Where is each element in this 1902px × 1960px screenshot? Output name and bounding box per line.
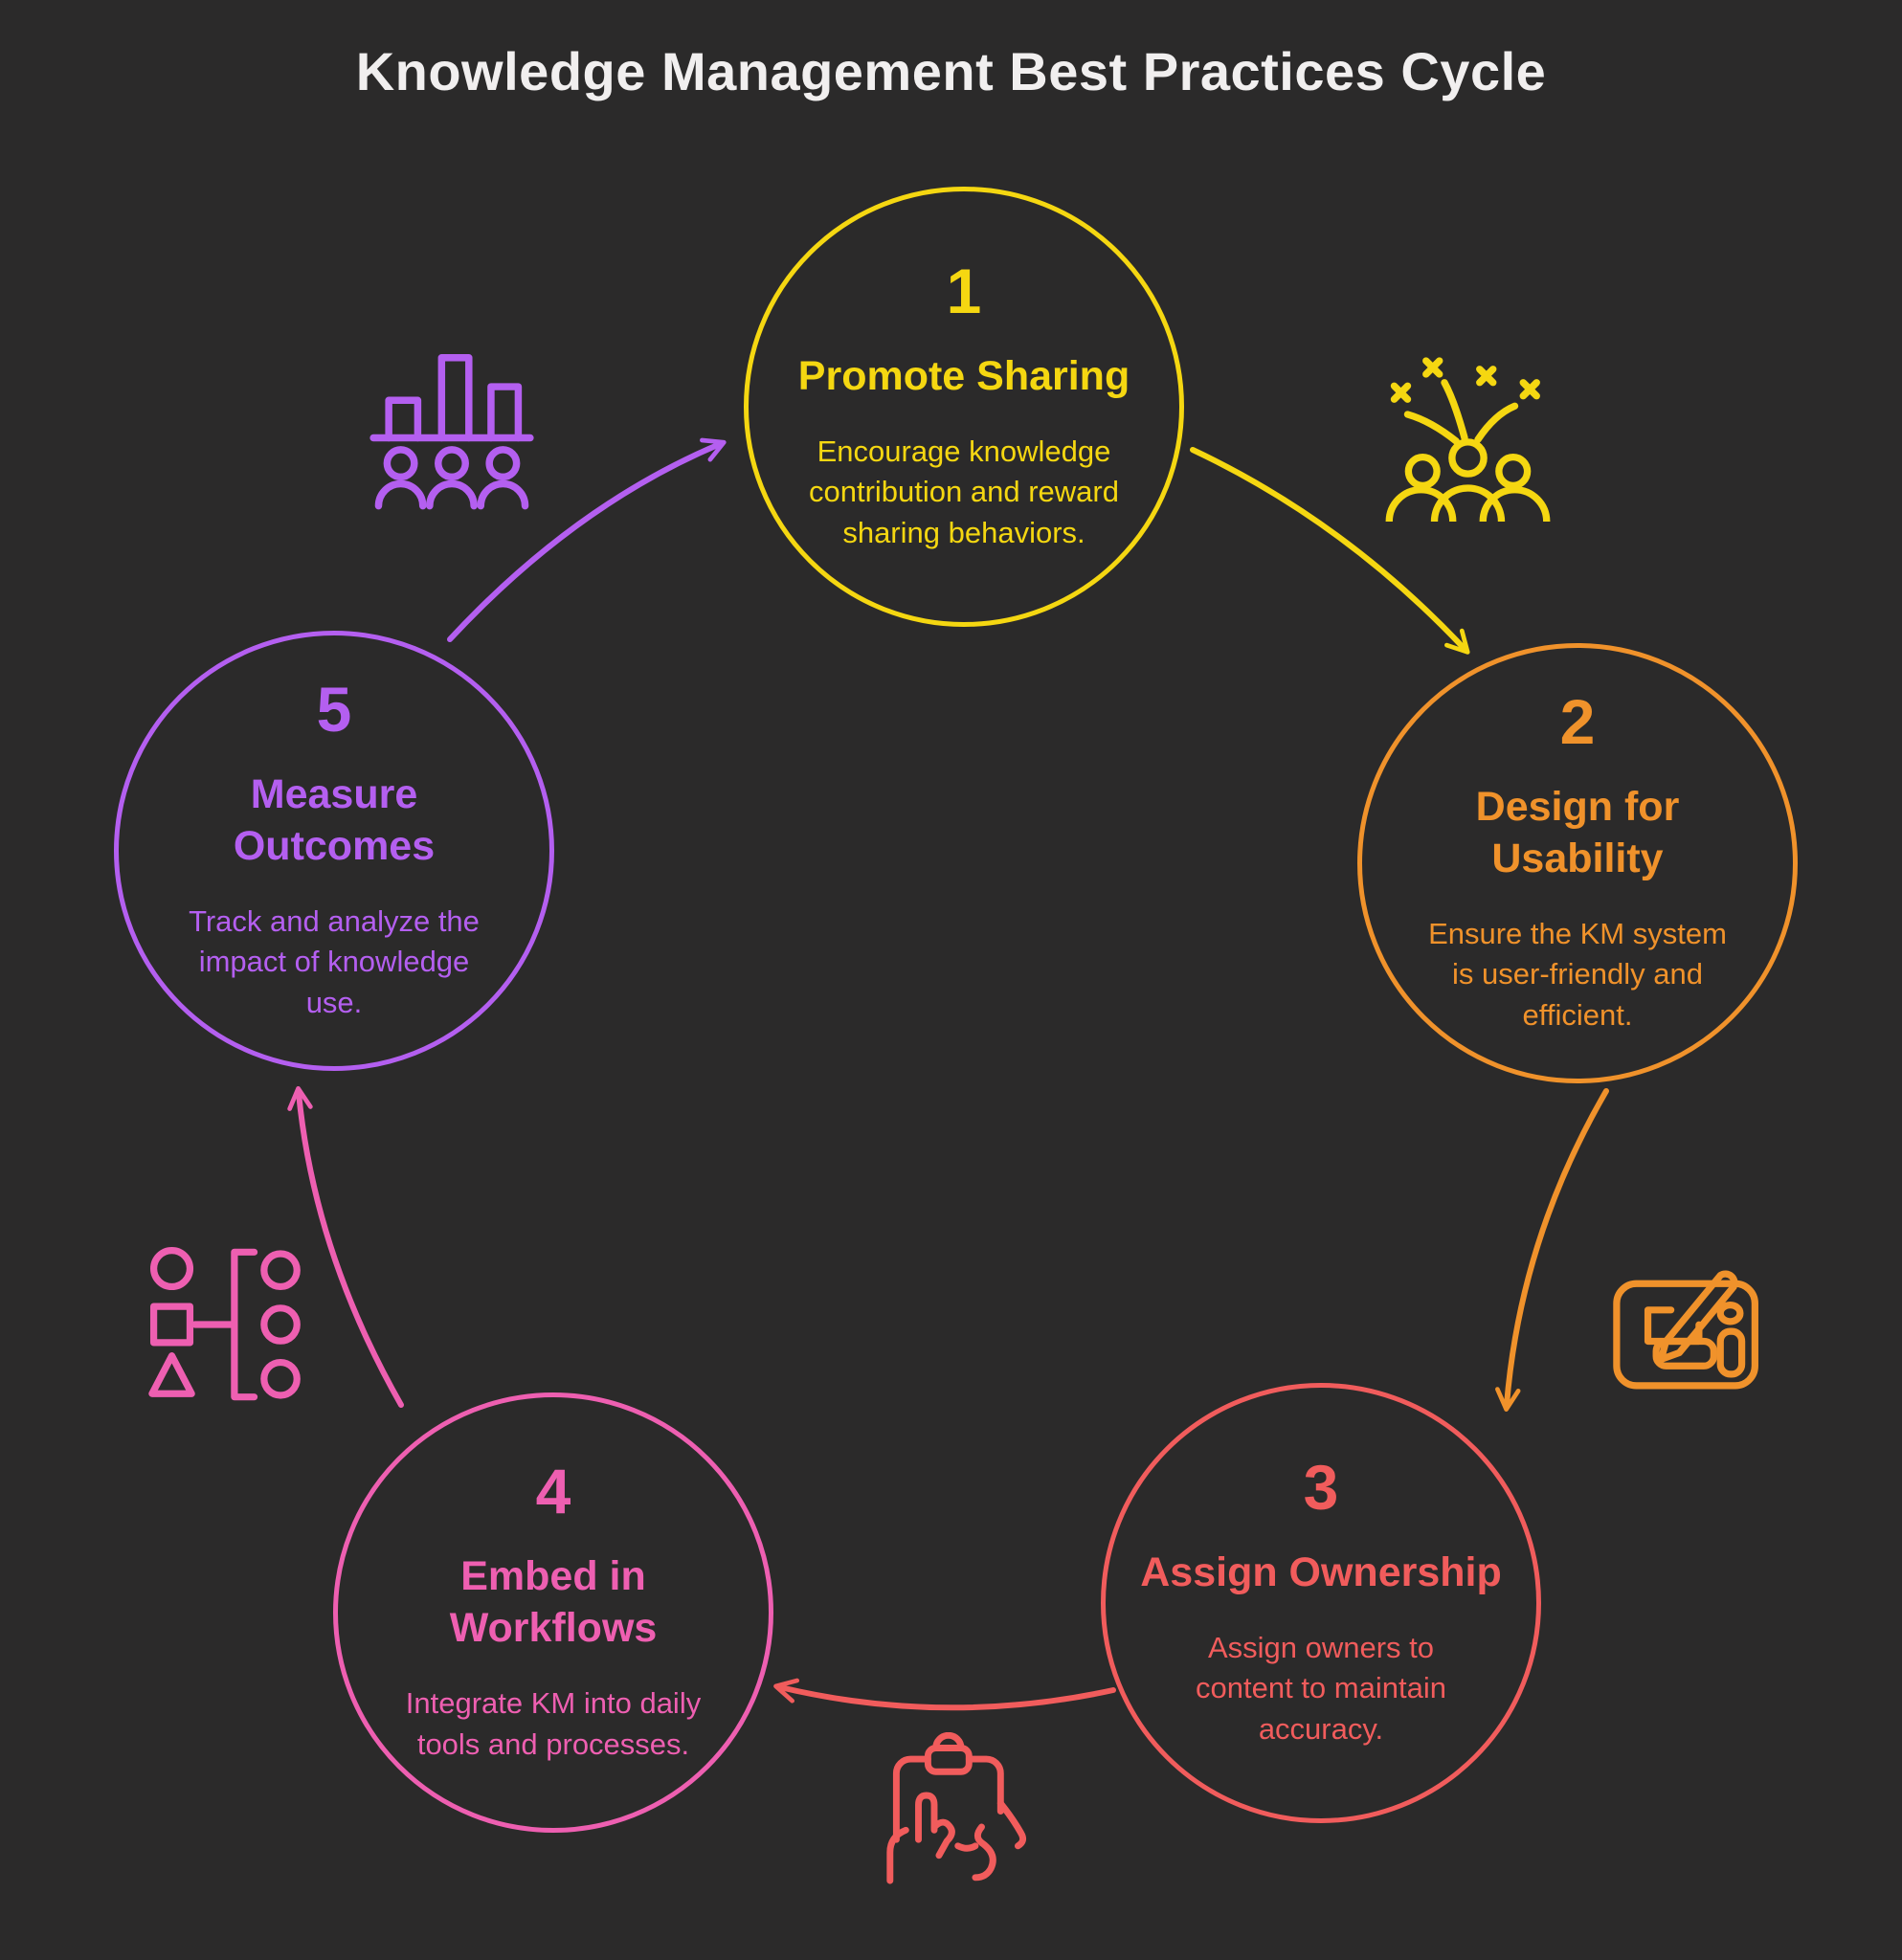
step-heading: Embed in Workflows <box>449 1553 658 1652</box>
step-heading: Design for Usability <box>1475 784 1680 881</box>
step-number: 2 <box>1559 686 1596 758</box>
step-description: Integrate KM into daily tools and proces… <box>405 1685 702 1761</box>
step-circle-1: 1 Promote Sharing Encourage knowledge co… <box>744 187 1184 627</box>
step-heading: Assign Ownership <box>1140 1548 1502 1595</box>
step-description: Assign owners to content to maintain acc… <box>1196 1630 1446 1747</box>
step-circle-3: 3 Assign Ownership Assign owners to cont… <box>1101 1383 1541 1823</box>
arrow-step3-to-step4 <box>773 1678 1116 1711</box>
flowchart-shapes-icon <box>148 1246 301 1401</box>
step-number: 4 <box>535 1456 571 1527</box>
step-heading: Promote Sharing <box>797 352 1130 399</box>
step-circle-4: 4 Embed in Workflows Integrate KM into d… <box>333 1392 773 1833</box>
arrow-step4-to-step5 <box>287 1086 404 1408</box>
clipboard-touch-hand-icon <box>886 1732 1027 1884</box>
step-number: 3 <box>1303 1451 1339 1523</box>
step-description: Track and analyze the impact of knowledg… <box>189 903 480 1020</box>
step-number: 5 <box>316 674 352 746</box>
arrow-step2-to-step3 <box>1495 1088 1609 1413</box>
step-description: Encourage knowledge contribution and rew… <box>809 434 1119 550</box>
bar-chart-people-icon <box>369 354 534 510</box>
drawing-tablet-pen-icon <box>1613 1270 1758 1390</box>
celebration-people-icon <box>1385 357 1551 522</box>
step-circle-5: 5 Measure Outcomes Track and analyze the… <box>114 631 554 1071</box>
step-circle-2: 2 Design for Usability Ensure the KM sys… <box>1357 643 1798 1083</box>
step-description: Ensure the KM system is user-friendly an… <box>1428 916 1727 1033</box>
step-number: 1 <box>946 255 982 326</box>
page-title: Knowledge Management Best Practices Cycl… <box>355 41 1547 101</box>
step-heading: Measure Outcomes <box>233 771 436 869</box>
